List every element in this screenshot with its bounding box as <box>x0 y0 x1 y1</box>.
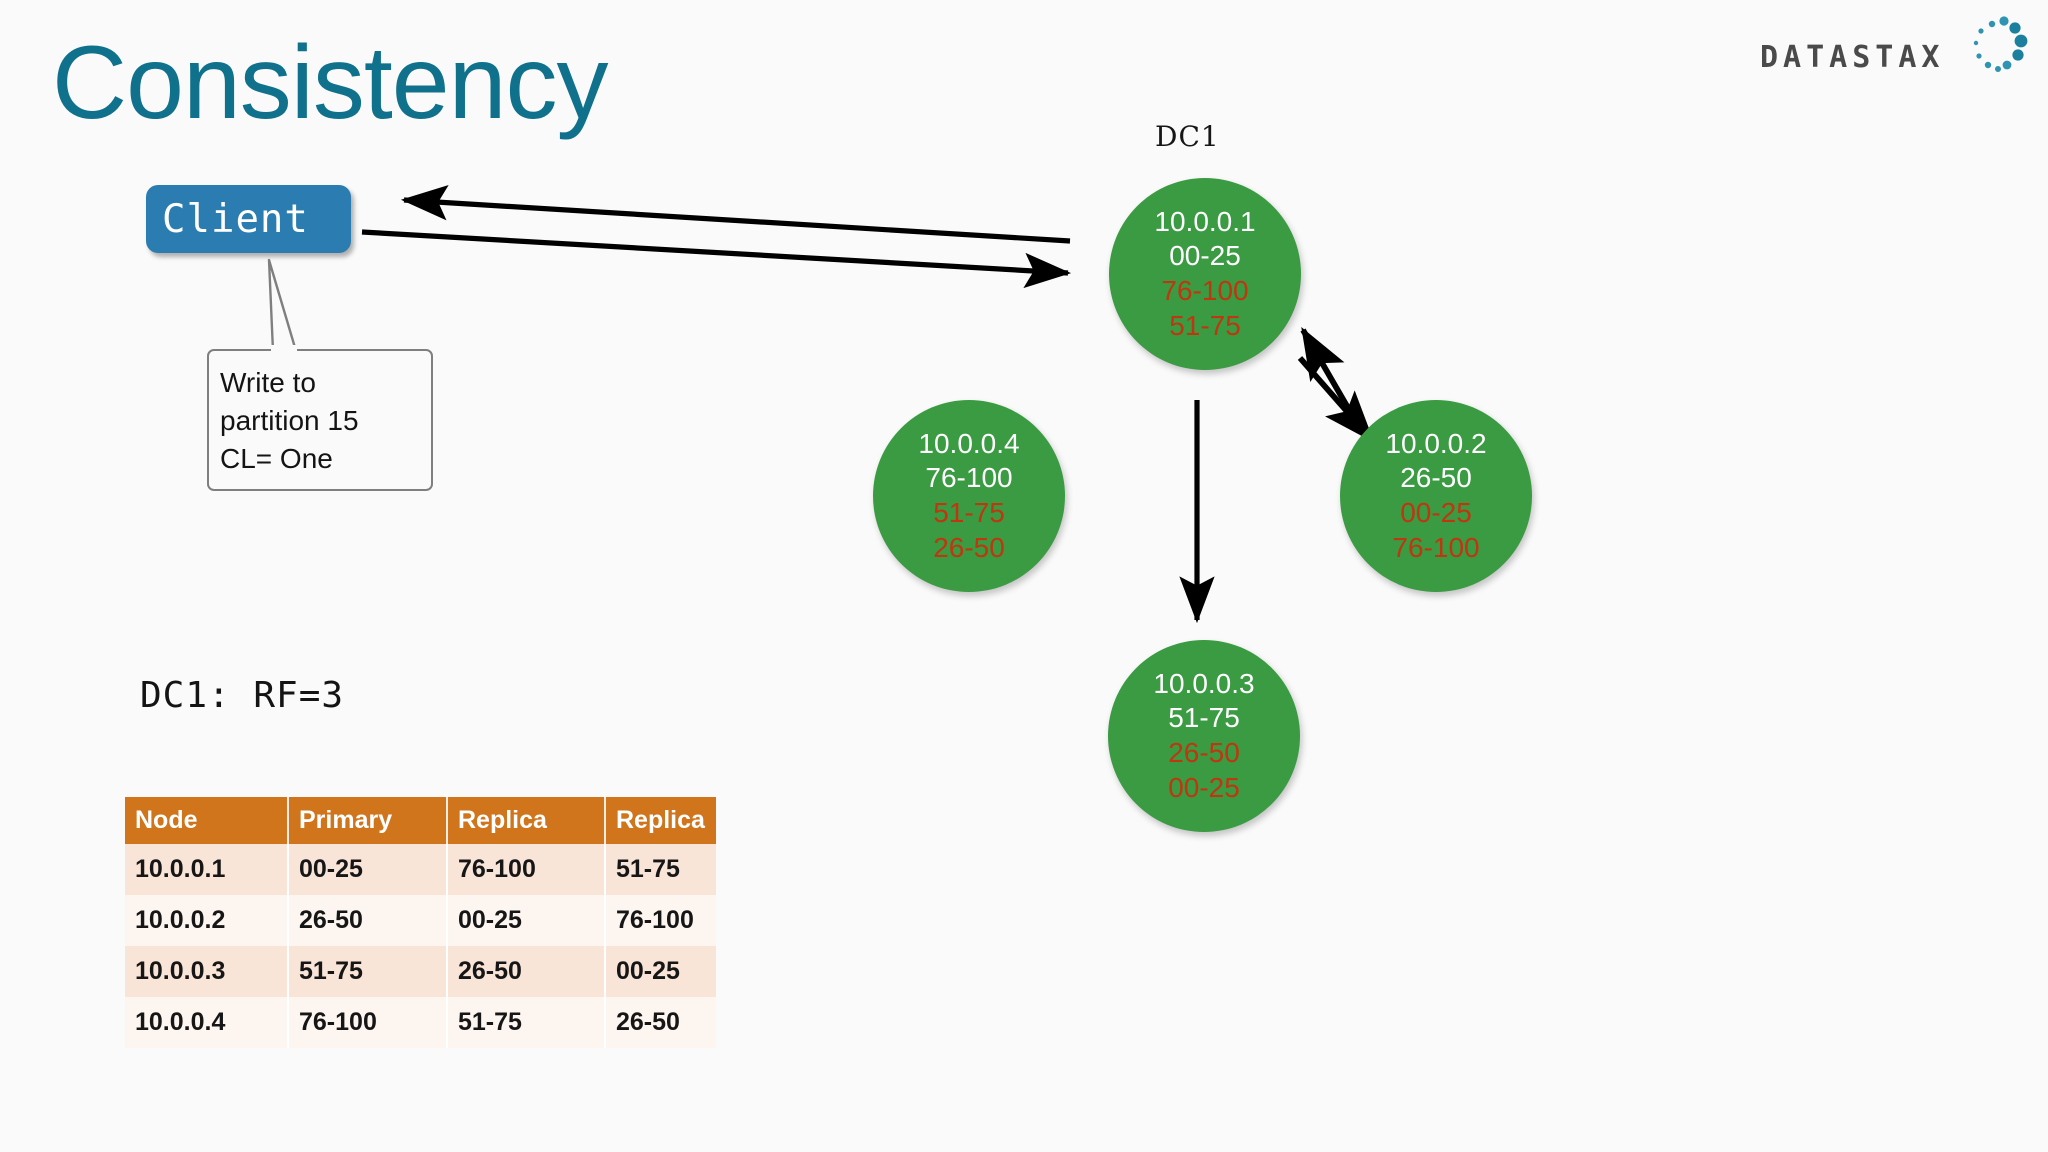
cell-replica-1: 51-75 <box>447 997 606 1048</box>
column-header-node: Node <box>125 797 289 844</box>
table-row: 10.0.0.1 00-25 76-100 51-75 <box>125 844 716 895</box>
client-box[interactable]: Client <box>146 185 351 253</box>
cell-node: 10.0.0.1 <box>125 844 289 895</box>
node-name: 10.0.0.4 <box>918 427 1020 459</box>
node-name: 10.0.0.2 <box>1385 427 1487 459</box>
cell-replica-1: 76-100 <box>447 844 606 895</box>
cell-node: 10.0.0.4 <box>125 997 289 1048</box>
arrow-node2-to-node1 <box>1300 326 1358 422</box>
node-10-0-0-2[interactable]: 10.0.0.2 26-50 00-25 76-100 <box>1340 400 1532 592</box>
arrow-client-to-node1 <box>361 229 1072 289</box>
datacenter-label: DC1 <box>1155 120 1220 153</box>
node-replica-1: 26-50 <box>1168 737 1240 768</box>
callout-body <box>207 349 433 491</box>
node-10-0-0-3[interactable]: 10.0.0.3 51-75 26-50 00-25 <box>1108 640 1300 832</box>
column-header-primary: Primary <box>288 797 448 844</box>
node-name: 10.0.0.1 <box>1154 205 1256 237</box>
column-header-replica-1: Replica <box>447 797 606 844</box>
table-header-row: Node Primary Replica Replica <box>125 797 716 844</box>
cell-replica-2: 76-100 <box>605 895 716 946</box>
node-replica-1: 00-25 <box>1400 497 1472 528</box>
cell-primary: 76-100 <box>288 997 448 1048</box>
node-replica-2: 51-75 <box>1169 309 1241 341</box>
cell-replica-1: 26-50 <box>447 946 606 997</box>
arrow-node1-to-node2 <box>1297 356 1375 443</box>
node-primary: 00-25 <box>1169 240 1241 272</box>
page-title: Consistency <box>52 25 608 141</box>
arrow-node1-to-client <box>400 185 1071 244</box>
node-10-0-0-4[interactable]: 10.0.0.4 76-100 51-75 26-50 <box>873 400 1065 592</box>
node-replica-2: 26-50 <box>933 531 1005 563</box>
datastax-logo: DATASTAX <box>1760 14 2030 86</box>
node-primary: 26-50 <box>1400 462 1472 494</box>
cell-replica-1: 00-25 <box>447 895 606 946</box>
client-label: Client <box>162 196 309 242</box>
callout-tail-icon <box>267 258 298 353</box>
replication-factor-label: DC1: RF=3 <box>140 675 345 716</box>
logo-wordmark: DATASTAX <box>1760 40 1945 75</box>
node-replica-1: 51-75 <box>933 497 1005 528</box>
node-primary: 51-75 <box>1168 702 1240 734</box>
table-row: 10.0.0.4 76-100 51-75 26-50 <box>125 997 716 1048</box>
cell-node: 10.0.0.2 <box>125 895 289 946</box>
cell-primary: 26-50 <box>288 895 448 946</box>
node-name: 10.0.0.3 <box>1153 667 1255 699</box>
cell-replica-2: 00-25 <box>605 946 716 997</box>
cell-replica-2: 26-50 <box>605 997 716 1048</box>
table-row: 10.0.0.3 51-75 26-50 00-25 <box>125 946 716 997</box>
table-row: 10.0.0.2 26-50 00-25 76-100 <box>125 895 716 946</box>
node-replica-1: 76-100 <box>1161 275 1249 306</box>
callout-write-request: Write to partition 15 CL= One <box>207 258 433 491</box>
logo-dots-icon <box>1973 16 2028 72</box>
cell-replica-2: 51-75 <box>605 844 716 895</box>
callout-text: Write to partition 15 CL= One <box>220 367 359 475</box>
cell-node: 10.0.0.3 <box>125 946 289 997</box>
cell-primary: 51-75 <box>288 946 448 997</box>
cell-primary: 00-25 <box>288 844 448 895</box>
node-10-0-0-1[interactable]: 10.0.0.1 00-25 76-100 51-75 <box>1109 178 1301 370</box>
node-primary: 76-100 <box>925 462 1013 494</box>
column-header-replica-2: Replica <box>605 797 716 844</box>
node-replica-2: 76-100 <box>1392 531 1480 563</box>
node-replica-2: 00-25 <box>1168 771 1240 803</box>
token-ownership-table: Node Primary Replica Replica 10.0.0.1 00… <box>125 797 716 1048</box>
